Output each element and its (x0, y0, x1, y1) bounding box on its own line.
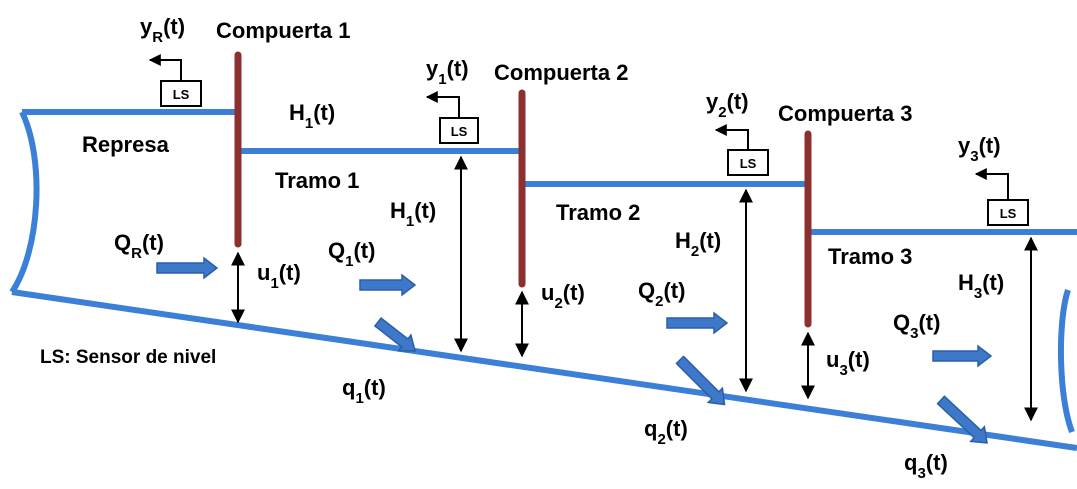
reservoir-label: Represa (82, 132, 170, 157)
level-sensor-reach-1: LS (425, 91, 479, 144)
signal-label-h3: H3(t) (958, 270, 1004, 302)
signal-label-u1: u1(t) (257, 260, 301, 292)
lateral-outflow-arrow-q2 (675, 355, 726, 406)
signal-label-q1-flow: Q1(t) (328, 238, 375, 270)
signal-label-q1-lateral: q1(t) (342, 375, 386, 407)
signal-label-q3-flow: Q3(t) (893, 310, 940, 342)
lateral-outflow-arrow-q3 (936, 395, 988, 444)
signal-label-q3-lateral: q3(t) (904, 450, 948, 482)
signal-label-u3: u3(t) (826, 347, 870, 379)
flow-arrow-qr (156, 256, 219, 280)
signal-label-qr: QR(t) (114, 230, 164, 262)
flow-arrow-q1 (359, 273, 417, 297)
signal-label-y3: y3(t) (958, 133, 1001, 165)
gate-2-label: Compuerta 2 (494, 60, 628, 85)
flow-arrow-q2 (666, 311, 729, 335)
canal-end-wall (1057, 289, 1075, 434)
lateral-outflow-arrow-q1 (373, 317, 417, 352)
level-sensor-reach-3: LS (974, 168, 1029, 226)
signal-label-u2: u2(t) (541, 280, 585, 312)
signal-label-q2-flow: Q2(t) (638, 278, 685, 310)
flow-arrow-q3 (932, 344, 993, 368)
svg-text:LS: LS (1000, 206, 1017, 221)
gate-3-label: Compuerta 3 (778, 101, 912, 126)
signal-label-y1: y1(t) (426, 56, 469, 88)
reach-1-label: Tramo 1 (275, 168, 359, 193)
gate-1-label: Compuerta 1 (216, 18, 350, 43)
canal-bed (11, 289, 1077, 451)
signal-label-yr: yR(t) (140, 14, 185, 46)
signal-label-h2: H2(t) (675, 228, 721, 260)
signal-label-y2: y2(t) (706, 89, 749, 121)
reach-2-label: Tramo 2 (556, 200, 640, 225)
reservoir-wall (9, 110, 40, 294)
signal-label-h1-top: H1(t) (289, 100, 335, 132)
svg-text:LS: LS (173, 87, 190, 102)
svg-text:LS: LS (451, 124, 468, 139)
reach-3-label: Tramo 3 (828, 244, 912, 269)
signal-label-q2-lateral: q2(t) (644, 416, 688, 448)
signal-label-h1: H1(t) (390, 198, 436, 230)
svg-text:LS: LS (740, 156, 757, 171)
level-sensor-reservoir: LS (148, 54, 202, 107)
level-sensor-reach-2: LS (714, 124, 769, 176)
legend-text: LS: Sensor de nivel (40, 347, 216, 368)
